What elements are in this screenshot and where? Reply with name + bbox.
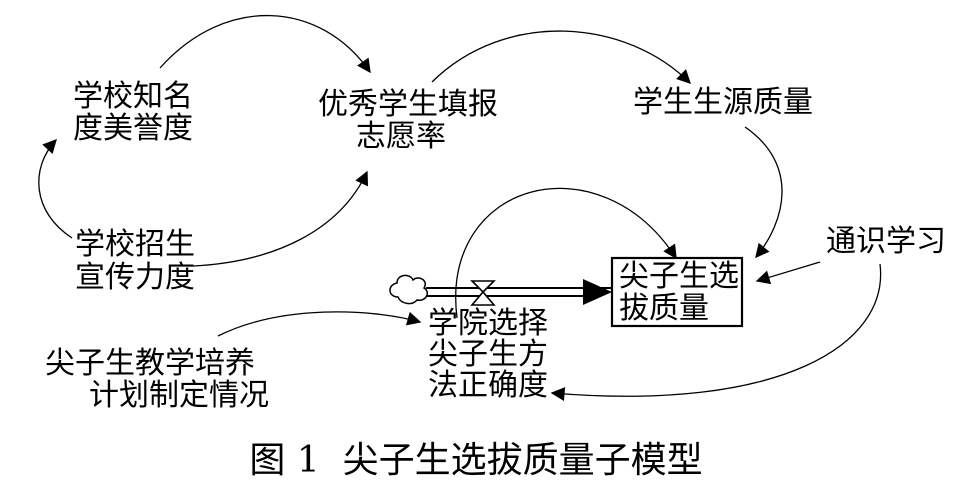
link-general-study-to-stock	[755, 261, 821, 285]
label-application-rate: 优秀学生填报 志愿率	[318, 87, 508, 154]
label-source-quality: 学生生源质量	[633, 85, 813, 120]
link-general-study-to-accuracy	[550, 263, 882, 402]
cloud-source-icon	[389, 274, 428, 305]
link-source-quality-to-stock	[744, 126, 783, 259]
label-promotion-intensity: 学校招生 宣传力度	[75, 227, 205, 295]
label-school-reputation: 学校知名 度美誉度	[73, 79, 203, 146]
inflow-pipe	[426, 279, 612, 305]
link-application-to-source-quality	[431, 30, 691, 84]
link-training-plan-to-accuracy	[217, 311, 422, 337]
link-stock-loop-to-stock	[455, 187, 677, 319]
link-promotion-to-reputation	[38, 138, 73, 239]
label-stock-selection-quality: 尖子生选 拔质量	[619, 259, 749, 326]
link-promotion-to-application	[192, 170, 369, 267]
label-general-study: 通识学习	[826, 224, 946, 259]
figure-caption: 图 1 尖子生选拔质量子模型	[249, 440, 702, 481]
stock-box	[610, 256, 744, 328]
label-selection-accuracy: 学院选择 尖子生方 法正确度	[428, 306, 558, 403]
label-training-plan: 尖子生教学培养 计划制定情况	[45, 346, 269, 413]
flow-valve-icon	[470, 280, 496, 306]
link-reputation-to-application	[159, 14, 371, 74]
